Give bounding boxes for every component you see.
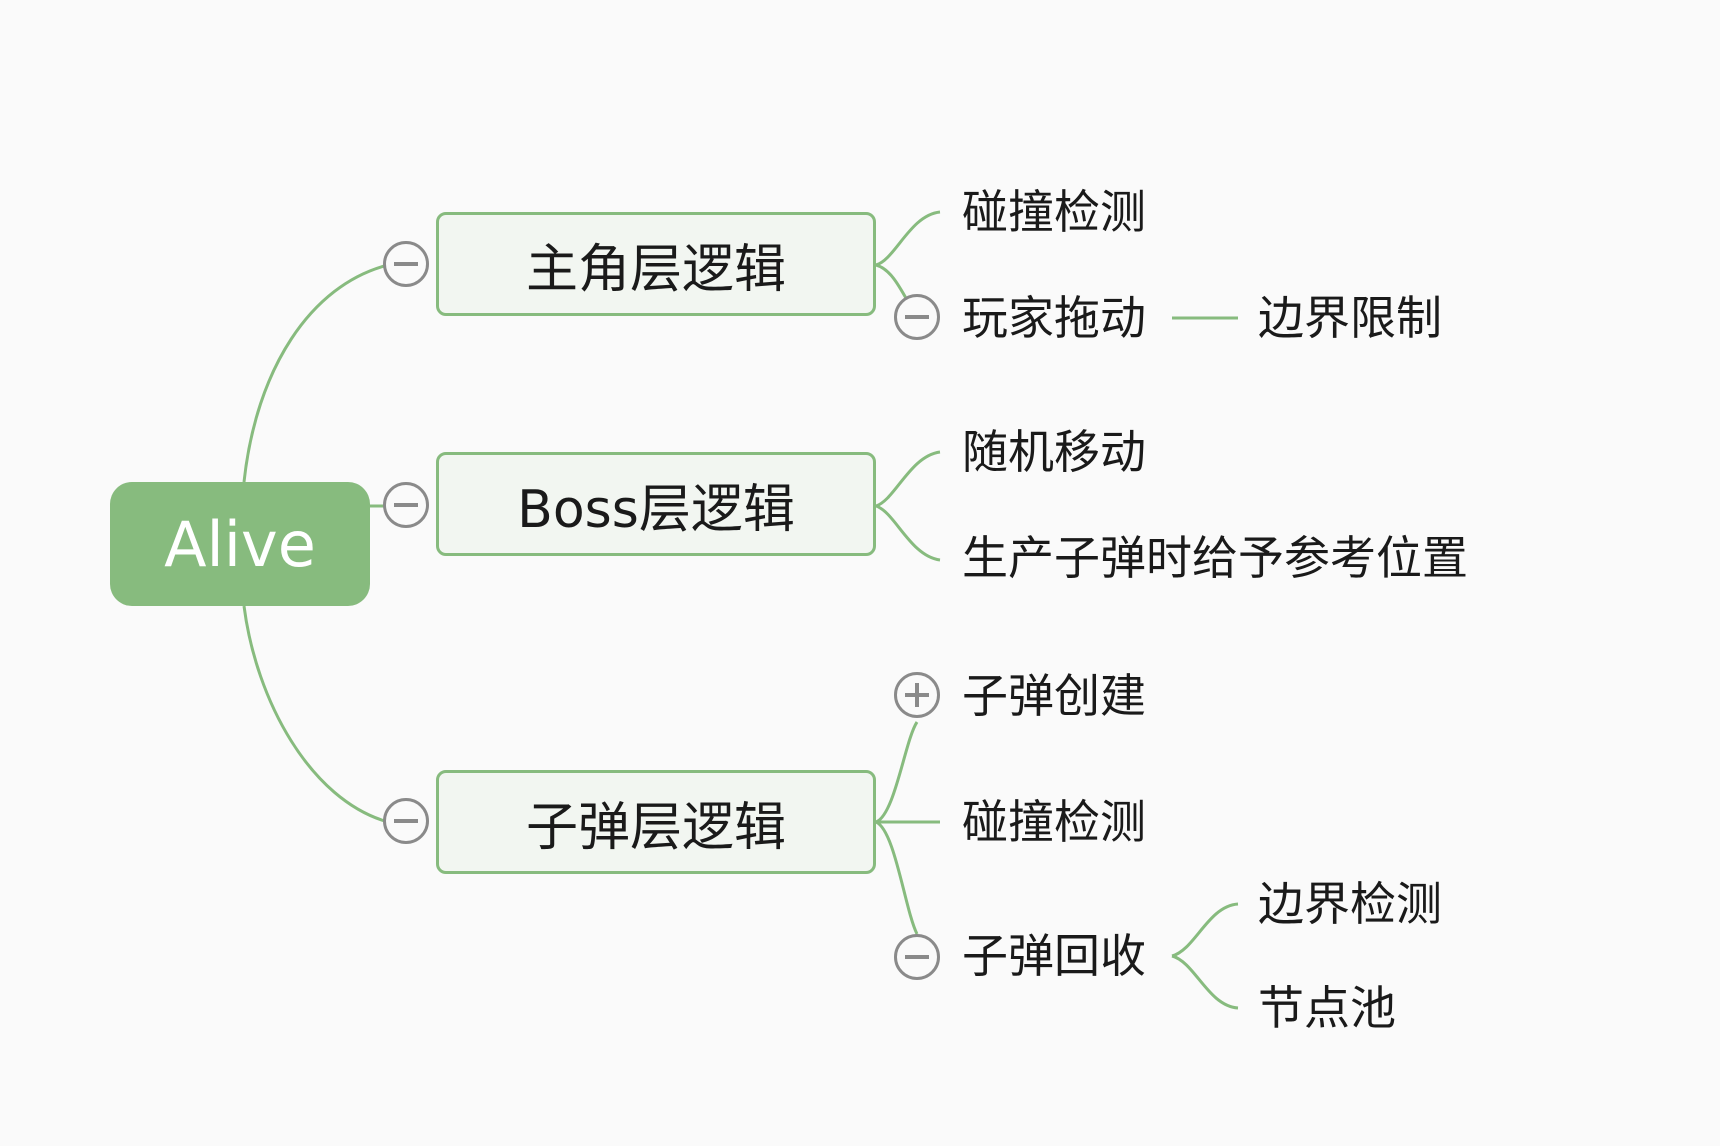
link-b2-c2 — [875, 504, 941, 562]
leaf-node[interactable]: 随机移动 — [962, 425, 1146, 479]
link-b1-c1 — [875, 210, 941, 267]
collapse-toggle-icon[interactable] — [383, 482, 429, 528]
leaf-node[interactable]: 碰撞检测 — [962, 795, 1146, 849]
link-root-branch-3 — [242, 605, 389, 824]
leaf-node[interactable]: 子弹创建 — [962, 669, 1146, 723]
link-b3c3-g2 — [1171, 954, 1239, 1010]
branch-node-boss[interactable]: Boss层逻辑 — [436, 452, 876, 556]
branch-node-player[interactable]: 主角层逻辑 — [436, 212, 876, 316]
root-node[interactable]: Alive — [110, 482, 370, 606]
link-b3-c1 — [875, 721, 919, 824]
expand-toggle-icon[interactable] — [894, 672, 940, 718]
collapse-toggle-icon[interactable] — [894, 934, 940, 980]
collapse-toggle-icon[interactable] — [383, 798, 429, 844]
leaf-node[interactable]: 子弹回收 — [962, 929, 1146, 983]
branch-node-bullet[interactable]: 子弹层逻辑 — [436, 770, 876, 874]
link-b3-c3 — [875, 820, 919, 935]
link-root-branch-1 — [242, 263, 389, 483]
leaf-node[interactable]: 边界限制 — [1258, 291, 1442, 345]
link-b2-c1 — [875, 450, 941, 508]
leaf-node[interactable]: 碰撞检测 — [962, 185, 1146, 239]
collapse-toggle-icon[interactable] — [383, 241, 429, 287]
leaf-node[interactable]: 生产子弹时给予参考位置 — [962, 531, 1468, 585]
leaf-node[interactable]: 节点池 — [1258, 981, 1396, 1035]
leaf-node[interactable]: 玩家拖动 — [962, 291, 1146, 345]
collapse-toggle-icon[interactable] — [894, 294, 940, 340]
link-b3c3-g1 — [1171, 902, 1239, 958]
leaf-node[interactable]: 边界检测 — [1258, 877, 1442, 931]
